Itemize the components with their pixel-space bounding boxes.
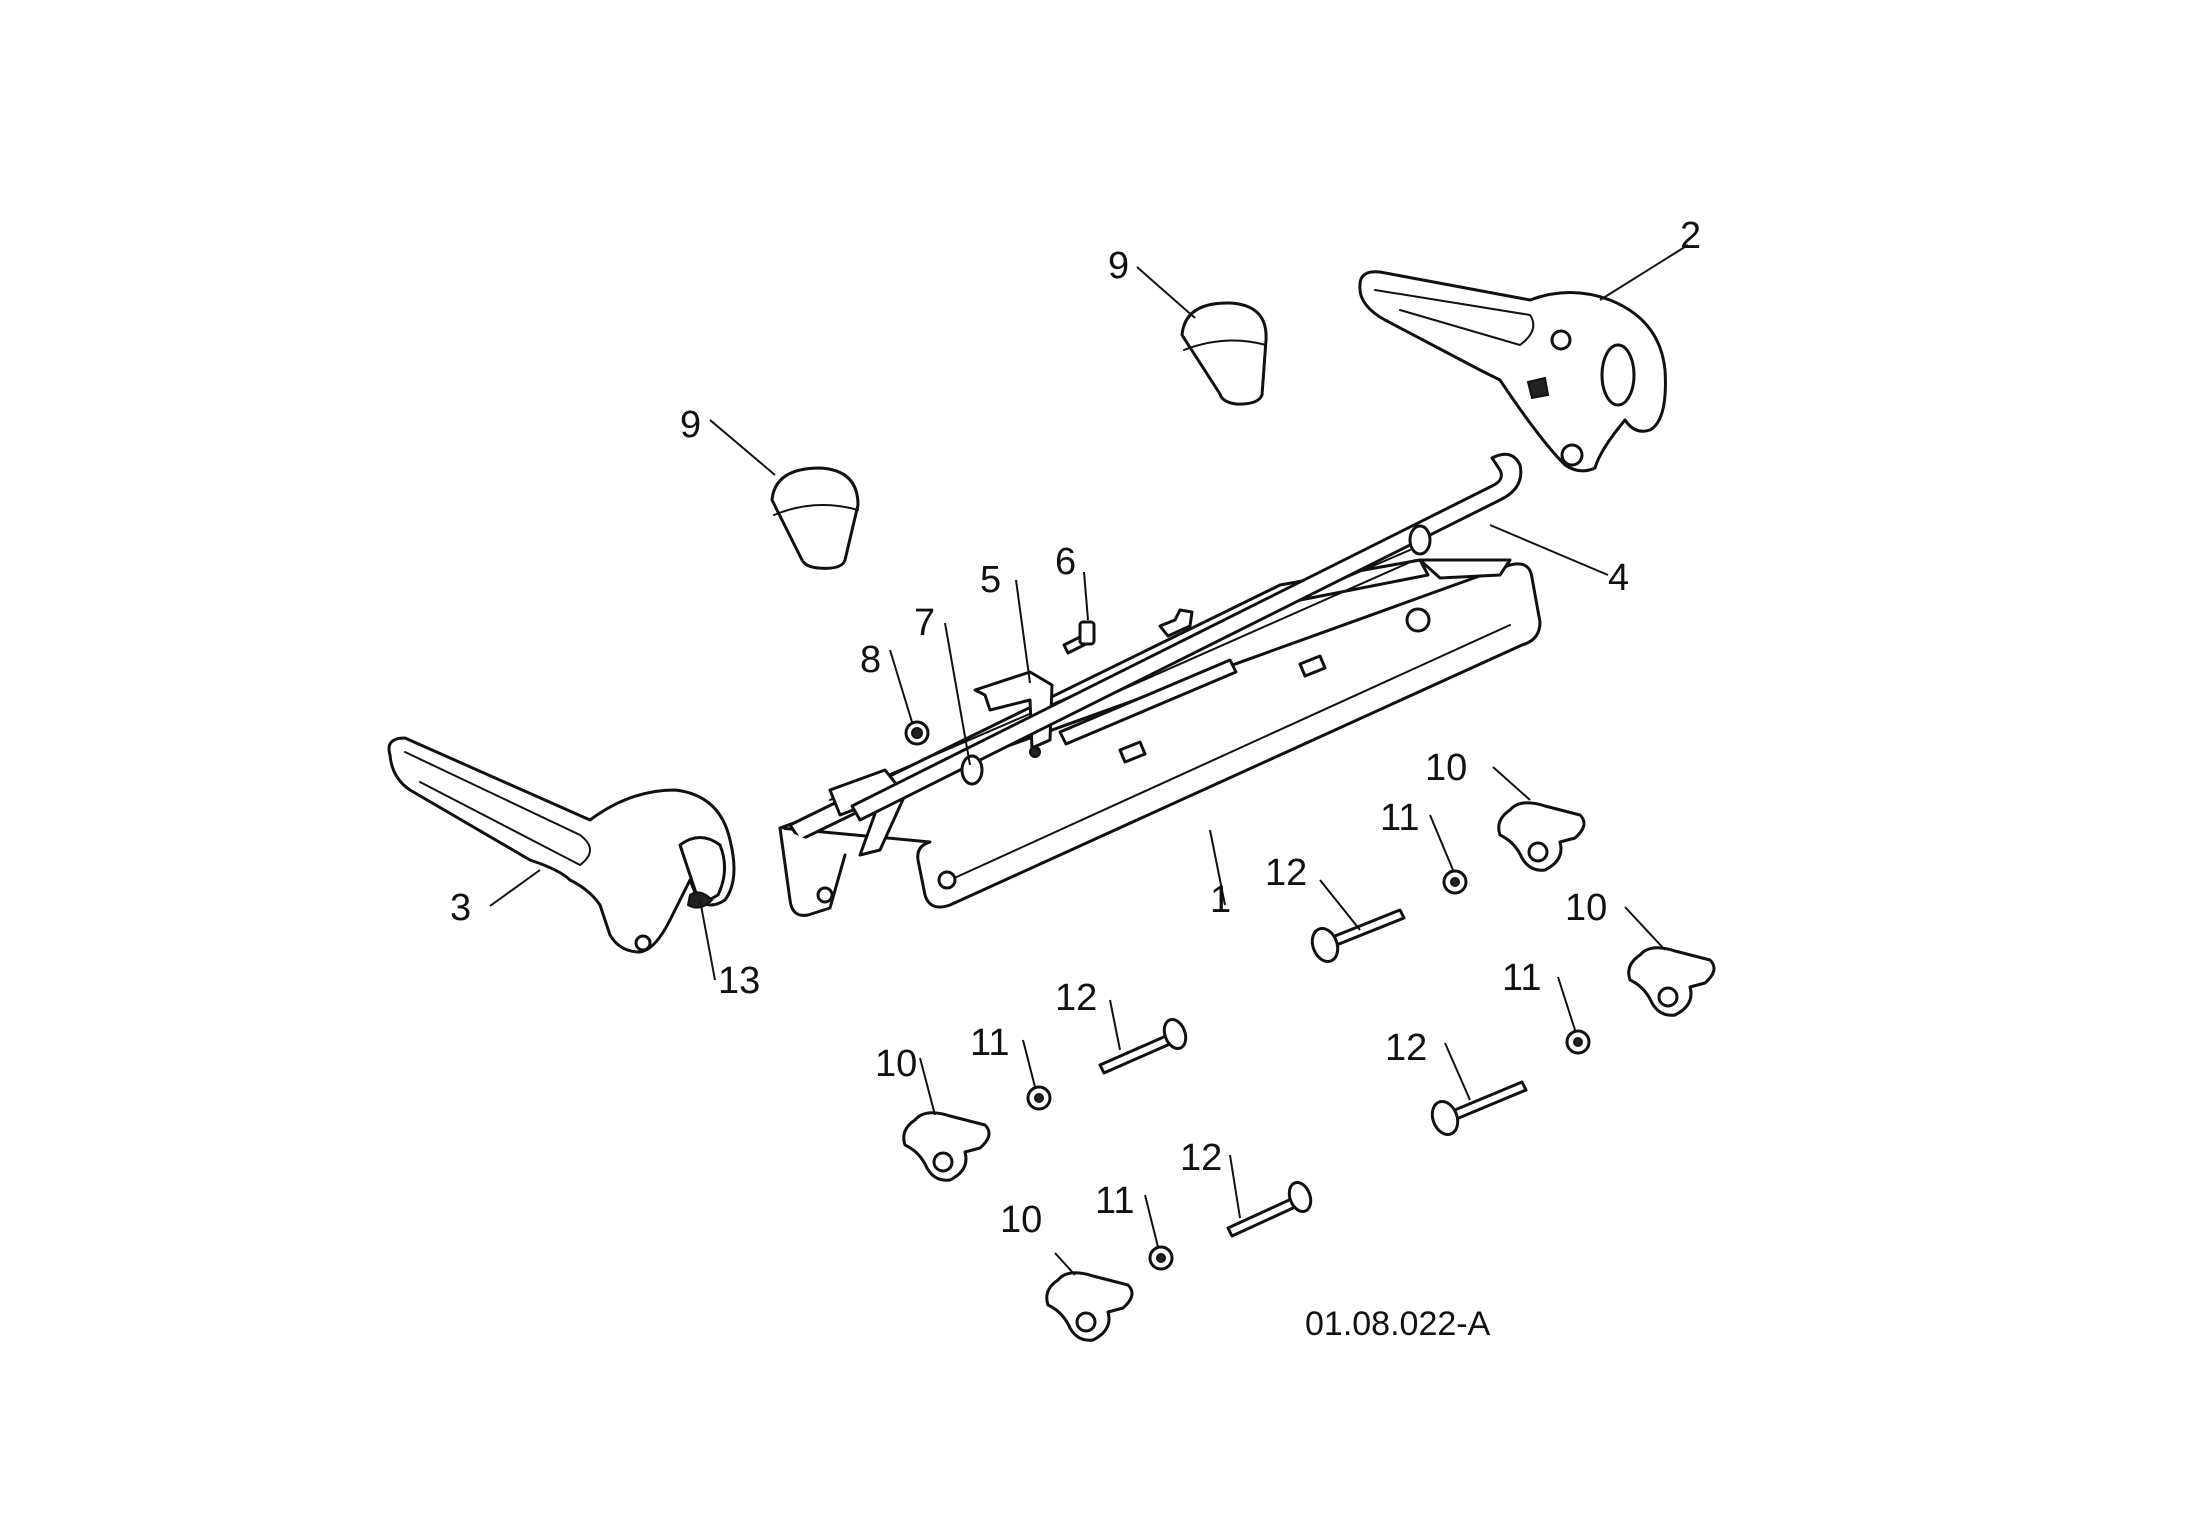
part-nut-11d (1148, 1245, 1174, 1271)
part-knob-9-left (770, 466, 860, 570)
part-star-knob-10b (1627, 946, 1716, 1017)
part-star-knob-10a (1497, 801, 1586, 872)
callout-11d: 11 (1095, 1180, 1134, 1222)
part-star-knob-10d (1045, 1271, 1134, 1342)
callout-8: 8 (860, 639, 881, 681)
callout-12c: 12 (1385, 1027, 1427, 1069)
part-handle-left (387, 736, 736, 954)
part-handle-right (1358, 270, 1667, 473)
callout-10c: 10 (875, 1043, 917, 1085)
callout-4: 4 (1608, 557, 1629, 599)
diagram-reference-code: 01.08.022-A (1305, 1305, 1491, 1343)
callout-10b: 10 (1565, 887, 1607, 929)
callout-11a: 11 (1380, 797, 1419, 839)
part-star-knob-10c (902, 1111, 991, 1182)
callout-10a: 10 (1425, 747, 1467, 789)
part-knob-9-right (1180, 301, 1268, 406)
callout-6: 6 (1055, 541, 1076, 583)
callout-9-right: 9 (1108, 245, 1129, 287)
part-rod (850, 452, 1523, 822)
callout-3: 3 (450, 887, 471, 929)
callout-9-left: 9 (680, 404, 701, 446)
callout-13: 13 (718, 960, 760, 1002)
part-bolt-12a (1310, 908, 1406, 963)
part-bolt-12b (1098, 1017, 1188, 1075)
callout-2: 2 (1680, 215, 1701, 257)
callout-5: 5 (980, 559, 1001, 601)
callout-11b: 11 (1502, 957, 1541, 999)
part-bolt-12d (1226, 1180, 1313, 1238)
callout-11c: 11 (970, 1022, 1009, 1064)
callout-7: 7 (914, 602, 935, 644)
part-screw (1062, 620, 1096, 655)
callout-12b: 12 (1055, 977, 1097, 1019)
part-nut-11b (1565, 1029, 1591, 1055)
callout-10d: 10 (1000, 1199, 1042, 1241)
callout-12d: 12 (1180, 1137, 1222, 1179)
callout-12a: 12 (1265, 852, 1307, 894)
callout-1: 1 (1210, 879, 1231, 921)
part-nut-11a (1442, 869, 1468, 895)
part-nut-11c (1026, 1085, 1052, 1111)
part-frame-rail (778, 549, 1542, 917)
leader-lines (489, 244, 1689, 1276)
callout-labels: 1 2 3 4 5 6 7 8 9 9 10 10 10 10 11 11 11… (450, 215, 1701, 1241)
part-nut-8 (904, 720, 930, 746)
part-bolt-12c (1430, 1080, 1528, 1136)
